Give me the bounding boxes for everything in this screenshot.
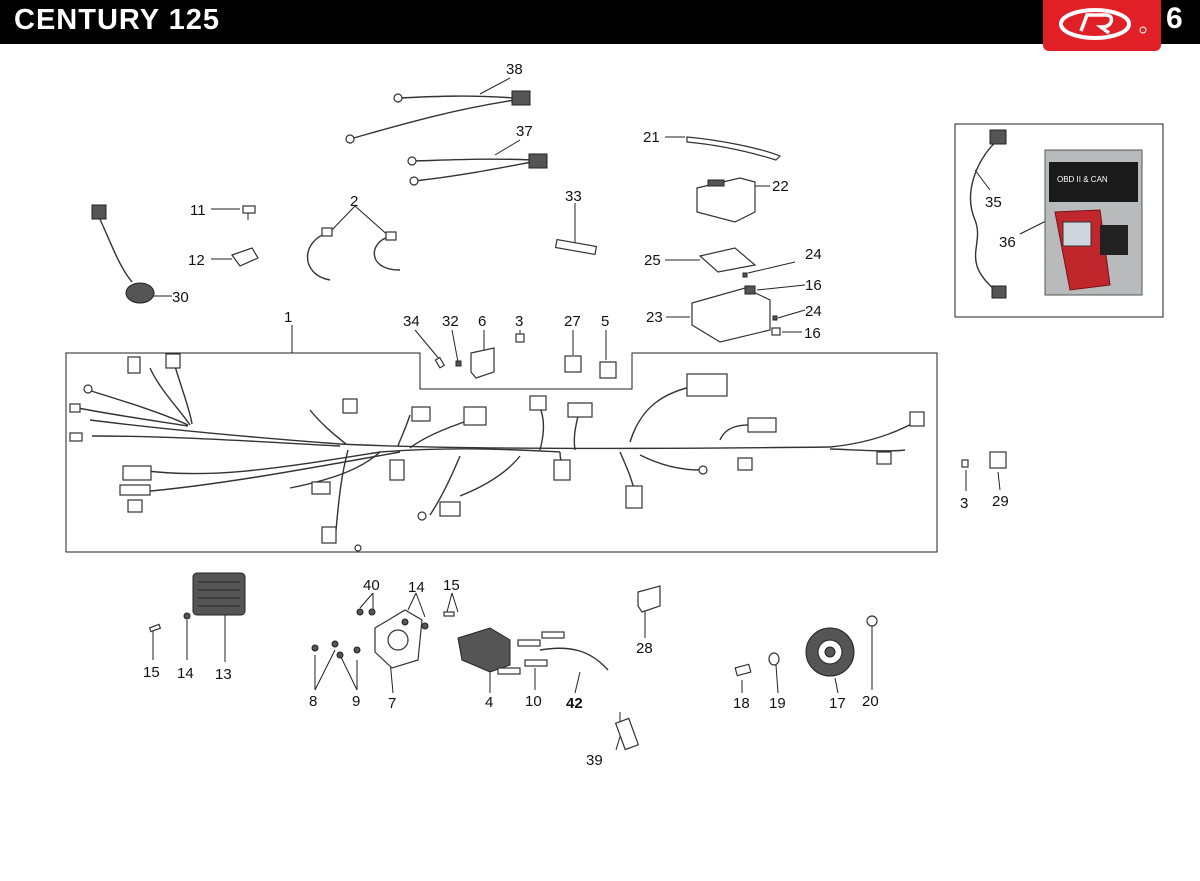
callout-labels: 1 2 3 3 4 5 6 7 8 9 10 11 12 13 14 14 15… <box>143 61 1016 769</box>
callout-42: 42 <box>566 695 583 712</box>
callout-10: 10 <box>525 693 542 710</box>
page-title: CENTURY 125 <box>14 4 221 36</box>
callout-22: 22 <box>772 178 789 195</box>
battery-strap-21 <box>686 136 782 161</box>
washers-nuts-8-9-40-14-15 <box>311 608 455 659</box>
page-number: 6 <box>1166 2 1183 35</box>
callout-37: 37 <box>516 123 533 140</box>
callout-21: 21 <box>643 129 660 146</box>
relay-27 <box>564 355 582 373</box>
callout-29: 29 <box>992 493 1009 510</box>
spacer-33 <box>554 238 598 256</box>
callout-30: 30 <box>172 289 189 306</box>
clip-12 <box>231 247 259 267</box>
nut-20 <box>866 615 878 627</box>
nut-24-b <box>772 315 778 321</box>
relay-28 <box>637 585 661 613</box>
screw-11 <box>242 205 256 220</box>
callout-2: 2 <box>350 193 358 210</box>
callout-3: 3 <box>515 313 523 330</box>
callout-28: 28 <box>636 640 653 657</box>
fuse-34 <box>434 356 446 369</box>
obd-cable-35 <box>969 129 1007 299</box>
horn-17 <box>805 627 855 677</box>
battery-tray-23 <box>691 285 771 343</box>
battery-22 <box>696 177 756 223</box>
callout-32: 32 <box>442 313 459 330</box>
cable-42 <box>539 647 609 671</box>
callout-19: 19 <box>769 695 786 712</box>
clamps-2 <box>306 227 401 281</box>
callout-33: 33 <box>565 188 582 205</box>
callout-40: 40 <box>363 577 380 594</box>
callout-18: 18 <box>733 695 750 712</box>
main-wiring-harness <box>77 365 916 531</box>
battery-cable-38 <box>345 90 531 144</box>
nut-32 <box>455 360 462 367</box>
callout-14-b: 14 <box>408 579 425 596</box>
brand-logo <box>1043 0 1161 51</box>
callout-3-b: 3 <box>960 495 968 512</box>
regulator-13 <box>192 572 246 616</box>
callout-16-b: 16 <box>804 325 821 342</box>
battery-cable-37 <box>407 153 548 186</box>
callout-7: 7 <box>388 695 396 712</box>
relay-5 <box>599 361 617 379</box>
callout-5: 5 <box>601 313 609 330</box>
starter-motor-4 <box>457 627 565 675</box>
callout-12: 12 <box>188 252 205 269</box>
callout-23: 23 <box>646 309 663 326</box>
callout-24: 24 <box>805 246 822 263</box>
harness-frame <box>65 352 938 553</box>
callout-9: 9 <box>352 693 360 710</box>
bolt-18 <box>734 663 752 677</box>
callout-13: 13 <box>215 666 232 683</box>
callout-14: 14 <box>177 665 194 682</box>
fuse-3 <box>515 333 525 343</box>
callout-36: 36 <box>999 234 1016 251</box>
callout-11: 11 <box>190 202 206 219</box>
callout-25: 25 <box>644 252 661 269</box>
washer-19 <box>768 652 780 666</box>
callout-34: 34 <box>403 313 420 330</box>
relay-29 <box>989 451 1007 469</box>
callout-24-b: 24 <box>805 303 822 320</box>
callout-16: 16 <box>805 277 822 294</box>
fuse-3-b <box>961 459 969 468</box>
page-header: CENTURY 125 6 <box>0 0 1200 51</box>
clip-16 <box>771 327 781 336</box>
diagnostic-inset-frame <box>954 123 1164 318</box>
nut-14 <box>183 612 191 620</box>
harness-connectors <box>69 353 925 552</box>
obd-product-label: OBD II & CAN <box>1057 175 1108 184</box>
bracket-7 <box>374 609 423 669</box>
switch-39 <box>614 712 640 751</box>
bolt-15 <box>148 623 162 633</box>
callout-15: 15 <box>143 664 160 681</box>
callout-27: 27 <box>564 313 581 330</box>
callout-35: 35 <box>985 194 1002 211</box>
rieju-logo-icon <box>1059 8 1147 40</box>
relay-6 <box>470 347 495 379</box>
sensor-30 <box>91 204 155 304</box>
callout-15-b: 15 <box>443 577 460 594</box>
callout-8: 8 <box>309 693 317 710</box>
obd-scanner-36: OBD II & CAN <box>1044 149 1143 296</box>
callout-39: 39 <box>586 752 603 769</box>
callout-4: 4 <box>485 694 493 711</box>
callout-6: 6 <box>478 313 486 330</box>
callout-17: 17 <box>829 695 846 712</box>
pad-25 <box>698 247 757 273</box>
callout-38: 38 <box>506 61 523 78</box>
nut-24-a <box>742 272 748 278</box>
callout-1: 1 <box>284 309 292 326</box>
callout-20: 20 <box>862 693 879 710</box>
